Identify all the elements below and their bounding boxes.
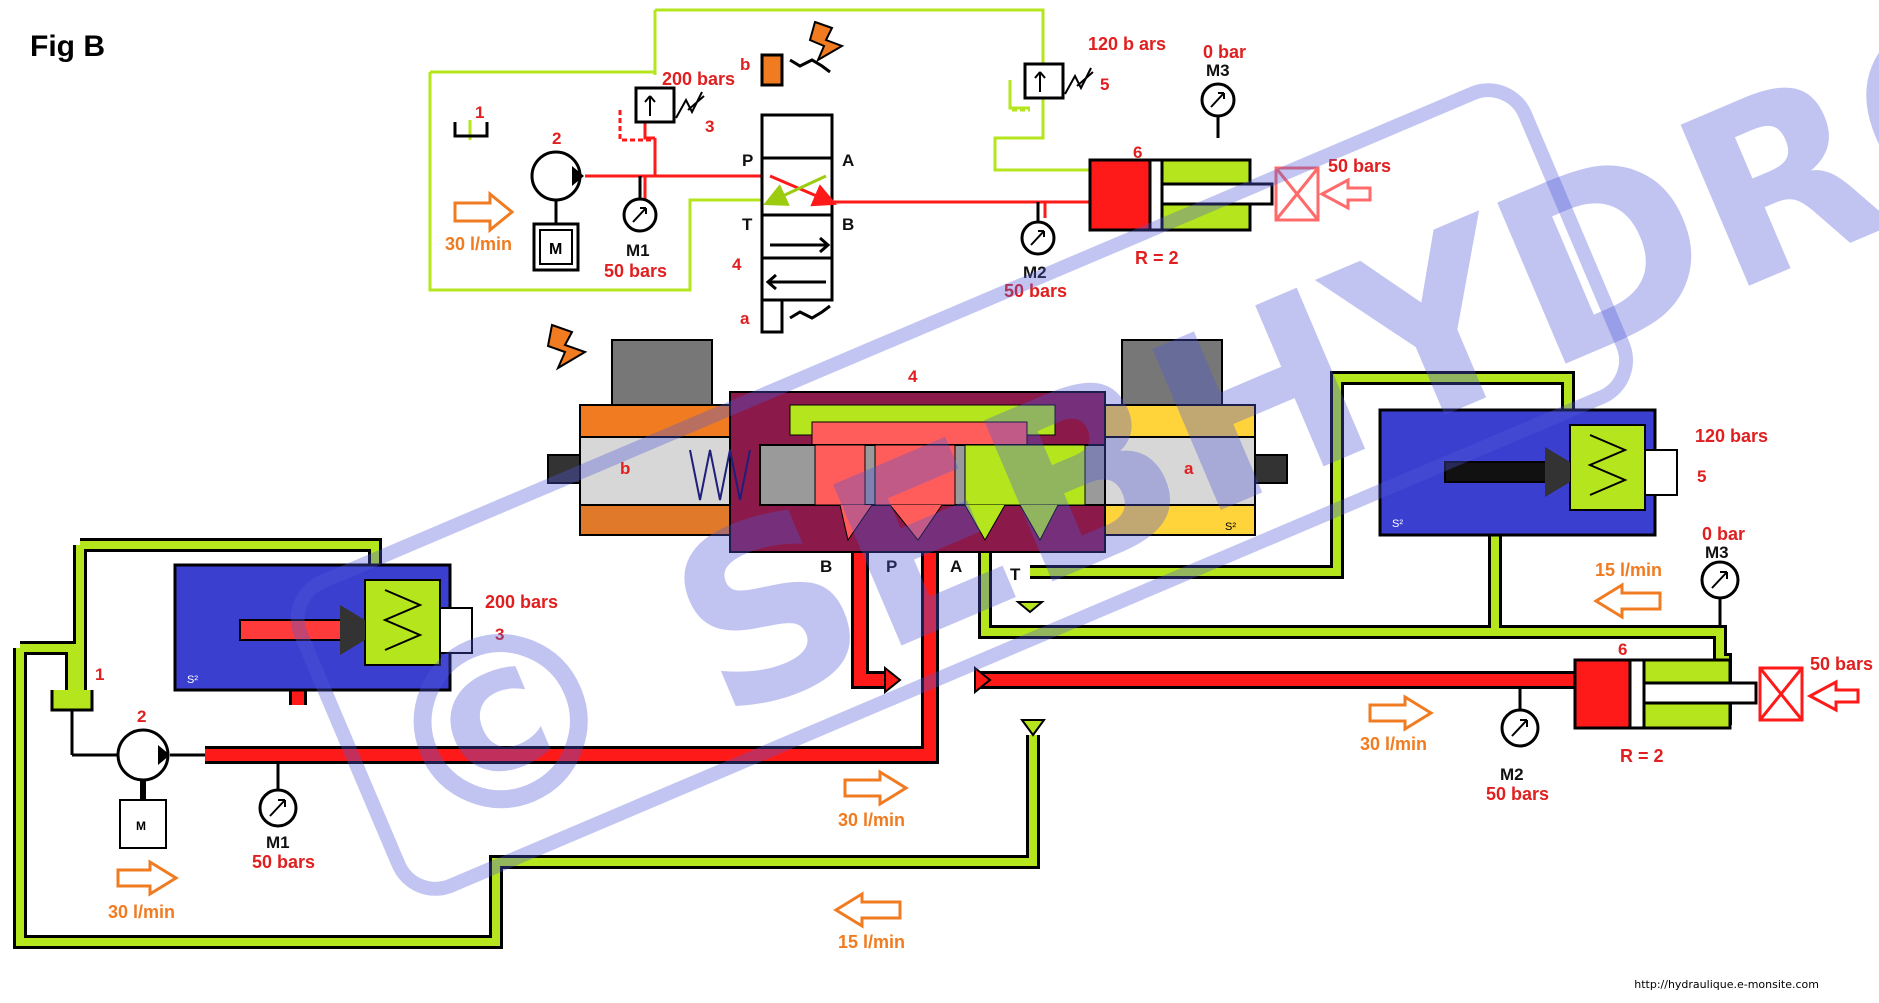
cutaway-m2-value: 50 bars (1486, 784, 1549, 804)
cutaway-cylinder-ratio: R = 2 (1620, 746, 1664, 766)
valve-cutaway: 4 b a S² B P A T (547, 339, 1288, 584)
relief-valve-main-cutaway: S² 200 bars 3 (173, 563, 558, 692)
gauge-m2-value: 50 bars (1004, 281, 1067, 301)
load-symbol: 50 bars (1274, 156, 1391, 222)
cutaway-relief-sec-pressure: 120 bars (1695, 426, 1768, 446)
relief-main-pressure: 200 bars (662, 69, 735, 89)
flow-arrow-pump: 30 l/min (108, 859, 179, 922)
cutaway-port-b: B (820, 557, 832, 576)
pump-flow-label: 30 l/min (445, 234, 512, 254)
cutaway-relief-main-pressure: 200 bars (485, 592, 558, 612)
cutaway-pump-number: 2 (137, 707, 146, 726)
cutaway-flow-return-cyl: 15 l/min (1595, 560, 1662, 580)
valve-number: 4 (732, 255, 742, 274)
source-url: http://hydraulique.e-monsite.com (1634, 978, 1819, 991)
cutaway-s2-valve: S² (1225, 521, 1236, 533)
port-t-label: T (742, 215, 753, 234)
port-b-label: B (842, 215, 854, 234)
tank-number: 1 (475, 103, 484, 122)
flow-arrow-return-cylinder: 15 l/min (1593, 560, 1662, 620)
schematic-pressure-lines (585, 120, 1090, 218)
cutaway-load-label: 50 bars (1810, 654, 1873, 674)
cutaway-s2-left: S² (187, 674, 198, 686)
cutaway-relief-main-number: 3 (495, 625, 504, 644)
relief-sec-number: 5 (1100, 75, 1109, 94)
cutaway-solenoid-b: b (620, 459, 630, 478)
cutaway-m1-label: M1 (266, 833, 290, 852)
cylinder-number: 6 (1133, 143, 1142, 162)
cutaway-port-t: T (1010, 565, 1021, 584)
cylinder-ratio: R = 2 (1135, 248, 1179, 268)
cutaway-tank-number: 1 (95, 665, 104, 684)
cutaway-flow-cyl: 30 l/min (1360, 734, 1427, 754)
relief-main-number: 3 (705, 117, 714, 136)
schematic: 1 2 M 30 l/min M1 50 bars (428, 8, 1391, 334)
cutaway-port-a: A (950, 557, 962, 576)
cutaway-pump: M 2 (70, 707, 205, 849)
solenoid-a-label: a (740, 309, 750, 328)
cutaway-flow-pressure: 30 l/min (838, 810, 905, 830)
solenoid-b-label: b (740, 55, 750, 74)
motor-label: M (549, 241, 562, 258)
cutaway-m2-label: M2 (1500, 765, 1524, 784)
load-label: 50 bars (1328, 156, 1391, 176)
relief-valve-main: 200 bars 3 (634, 69, 735, 136)
relief-valve-secondary: 120 b ars 5 (1023, 34, 1166, 100)
gauge-m1: M1 50 bars (604, 176, 667, 281)
cutaway-motor: M (136, 819, 146, 833)
cylinder: 6 R = 2 (1088, 143, 1274, 268)
cutaway-solenoid-a: a (1184, 459, 1194, 478)
port-a-label: A (842, 151, 854, 170)
gauge-m1-value: 50 bars (604, 261, 667, 281)
cutaway-gauge-m1: M1 50 bars (252, 762, 315, 872)
gauge-m3-label: M3 (1206, 61, 1230, 80)
gauge-m2: M2 50 bars (1004, 202, 1067, 301)
cutaway-cylinder: 6 R = 2 (1573, 640, 1758, 766)
directional-valve: b a P A T B 4 (732, 53, 854, 334)
cutaway-relief-sec-number: 5 (1697, 467, 1706, 486)
flow-arrow-return-tank: 15 l/min (833, 891, 905, 952)
cutaway: 4 b a S² B P A T S² 200 bars 3 (13, 323, 1873, 952)
pump-symbol: 2 M (530, 129, 584, 272)
gauge-m1-label: M1 (626, 241, 650, 260)
relief-valve-secondary-cutaway: S² 120 bars 5 (1378, 408, 1768, 537)
pump-flow-arrow: 30 l/min (445, 190, 515, 254)
cutaway-m3-value: 0 bar (1702, 524, 1745, 544)
gauge-m3-value: 0 bar (1203, 42, 1246, 62)
lightning-icon (808, 20, 845, 63)
cutaway-s2-right: S² (1392, 518, 1403, 530)
cutaway-gauge-m3: 0 bar M3 (1700, 524, 1745, 625)
gauge-m2-label: M2 (1023, 263, 1047, 282)
pump-number: 2 (552, 129, 561, 148)
cutaway-flow-return-tank: 15 l/min (838, 932, 905, 952)
lightning-icon (546, 323, 588, 371)
relief-sec-pressure: 120 b ars (1088, 34, 1166, 54)
figure-title: Fig B (30, 30, 105, 63)
cutaway-load: 50 bars (1758, 654, 1873, 722)
cutaway-flow-pump: 30 l/min (108, 902, 175, 922)
flow-arrow-cylinder: 30 l/min (1360, 694, 1434, 754)
cutaway-port-p: P (886, 557, 897, 576)
tank-symbol: 1 (453, 103, 489, 138)
cutaway-m1-value: 50 bars (252, 852, 315, 872)
cutaway-cylinder-number: 6 (1618, 640, 1627, 659)
cutaway-valve-number: 4 (908, 367, 918, 386)
cutaway-m3-label: M3 (1705, 543, 1729, 562)
flow-arrow-pressure: 30 l/min (838, 769, 909, 830)
cutaway-gauge-m2: M2 50 bars (1486, 688, 1549, 804)
gauge-m3: 0 bar M3 (1200, 42, 1246, 138)
port-p-label: P (742, 151, 753, 170)
